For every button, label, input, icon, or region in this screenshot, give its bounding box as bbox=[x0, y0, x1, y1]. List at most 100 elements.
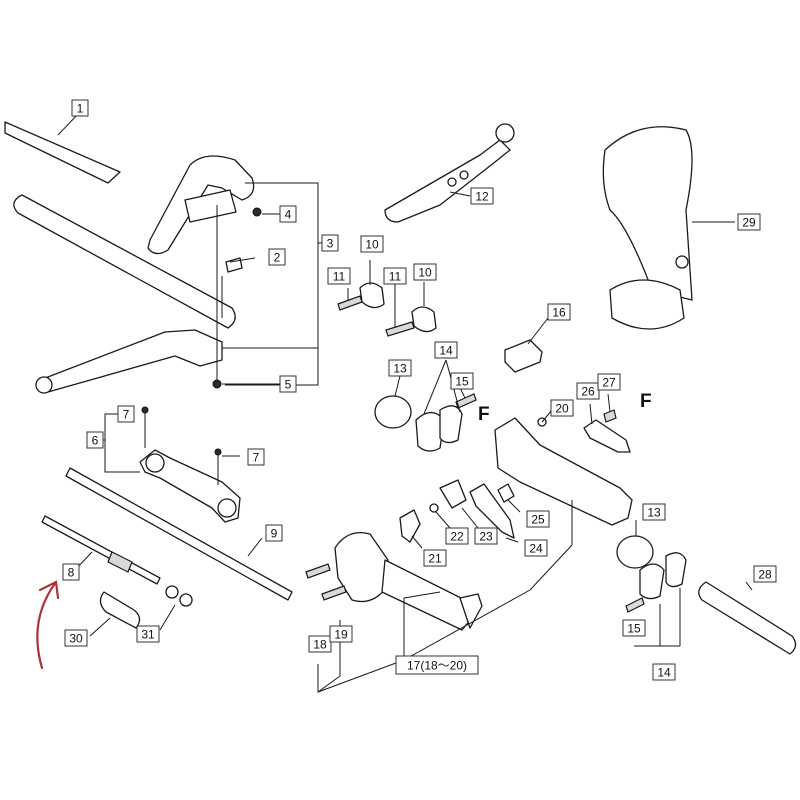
part-31-nut-a bbox=[165, 585, 179, 599]
svg-text:6: 6 bbox=[92, 434, 99, 448]
label-p10a: 10 bbox=[360, 235, 384, 253]
part-11-bolt-a bbox=[337, 295, 363, 311]
label-p7b: 7 bbox=[247, 448, 265, 466]
part-23-link bbox=[439, 479, 467, 509]
part-17-grip-tube bbox=[381, 559, 471, 631]
svg-text:10: 10 bbox=[418, 266, 432, 280]
part-30-sleeve bbox=[99, 591, 141, 629]
part-17-fork bbox=[459, 593, 483, 629]
svg-text:11: 11 bbox=[333, 270, 346, 284]
part-7-screw-top bbox=[141, 406, 149, 414]
part-19-bolt bbox=[321, 585, 347, 601]
svg-text:25: 25 bbox=[531, 513, 545, 527]
part-3-loop-handle bbox=[147, 155, 255, 255]
part-29-harness-pad bbox=[609, 279, 685, 330]
label-p19: 19 bbox=[329, 625, 353, 643]
label-p13a: 13 bbox=[388, 359, 412, 377]
label-p27: 27 bbox=[597, 373, 621, 391]
part-6-clamp-bracket bbox=[139, 449, 241, 523]
part-10-clip-a bbox=[359, 282, 385, 309]
svg-text:18: 18 bbox=[313, 638, 327, 652]
svg-text:2: 2 bbox=[274, 251, 281, 265]
label-p14a: 14 bbox=[434, 341, 458, 359]
svg-text:7: 7 bbox=[123, 408, 130, 422]
svg-text:14: 14 bbox=[439, 344, 453, 358]
part-13-collar-right bbox=[616, 535, 654, 569]
label-p18: 18 bbox=[308, 635, 332, 653]
label-p21: 21 bbox=[423, 549, 447, 567]
part-5-nut bbox=[212, 379, 222, 389]
label-p5: 5 bbox=[279, 375, 297, 393]
label-p23: 23 bbox=[474, 527, 498, 545]
label-p1: 1 bbox=[71, 99, 89, 117]
label-p16: 16 bbox=[547, 303, 571, 321]
label-p12: 12 bbox=[470, 187, 494, 205]
part-10-clip-b bbox=[411, 306, 437, 333]
part-6-clamp-ring-right bbox=[217, 498, 237, 518]
svg-text:21: 21 bbox=[428, 552, 442, 566]
svg-text:26: 26 bbox=[581, 385, 595, 399]
label-p15a: 15 bbox=[450, 372, 474, 390]
part-9-drive-shaft bbox=[65, 467, 293, 601]
svg-text:27: 27 bbox=[602, 376, 616, 390]
svg-text:28: 28 bbox=[758, 568, 772, 582]
svg-text:31: 31 bbox=[141, 628, 155, 642]
label-p8: 8 bbox=[62, 563, 80, 581]
part-15-screw-left bbox=[455, 393, 477, 409]
label-p28: 28 bbox=[753, 565, 777, 583]
svg-text:29: 29 bbox=[742, 216, 756, 230]
part-4-bolt bbox=[252, 207, 262, 217]
label-p26: 26 bbox=[576, 382, 600, 400]
part-8-cable-end bbox=[107, 551, 133, 573]
part-16-switch bbox=[504, 339, 543, 373]
svg-text:14: 14 bbox=[657, 666, 671, 680]
label-p13b: 13 bbox=[642, 503, 666, 521]
leader-lines bbox=[57, 108, 753, 693]
label-p17: 17(18～20) bbox=[395, 655, 479, 675]
part-14-half-right-a bbox=[639, 563, 665, 600]
part-7-screw-right bbox=[214, 448, 222, 456]
svg-text:15: 15 bbox=[455, 375, 469, 389]
label-p10b: 10 bbox=[413, 263, 437, 281]
part-11-bolt-b bbox=[385, 321, 415, 337]
label-p11a: 11 bbox=[327, 267, 351, 285]
part-12-hole-b bbox=[459, 170, 469, 180]
label-p7a: 7 bbox=[117, 405, 135, 423]
svg-text:24: 24 bbox=[529, 542, 543, 556]
label-p3: 3 bbox=[321, 234, 339, 252]
part-shaft-tube bbox=[13, 194, 236, 329]
part-29-harness-strap bbox=[602, 126, 693, 301]
svg-text:19: 19 bbox=[334, 628, 348, 642]
letter-f-left: F bbox=[478, 404, 490, 425]
label-p29: 29 bbox=[737, 213, 761, 231]
label-p14b: 14 bbox=[652, 663, 676, 681]
part-18-bolt bbox=[305, 563, 331, 579]
part-22-pin bbox=[429, 503, 439, 513]
svg-text:12: 12 bbox=[475, 190, 489, 204]
part-12-ring bbox=[495, 123, 515, 143]
svg-text:13: 13 bbox=[393, 362, 407, 376]
letter-f-right: F bbox=[640, 391, 652, 412]
label-p15b: 15 bbox=[622, 619, 646, 637]
svg-text:5: 5 bbox=[285, 378, 292, 392]
part-8-inner-cable bbox=[41, 515, 161, 585]
part-14-half-left-b bbox=[439, 405, 463, 444]
highlight-arrow bbox=[36, 580, 58, 670]
part-26-cover bbox=[583, 419, 631, 453]
part-27-pin bbox=[603, 409, 617, 423]
part-3-grip-end bbox=[35, 376, 53, 394]
svg-text:20: 20 bbox=[555, 402, 569, 416]
label-p2: 2 bbox=[268, 248, 286, 266]
svg-text:1: 1 bbox=[77, 102, 84, 116]
part-24-trigger bbox=[469, 483, 515, 539]
part-28-grip bbox=[698, 581, 797, 655]
label-p9: 9 bbox=[265, 524, 283, 542]
highlight-arrowhead bbox=[38, 580, 60, 600]
part-3-lower-grip bbox=[37, 329, 223, 393]
part-14-half-left-a bbox=[415, 411, 445, 452]
part-12-hole-a bbox=[447, 177, 457, 187]
part-25-spring bbox=[497, 483, 515, 503]
label-p25: 25 bbox=[526, 510, 550, 528]
part-3-handle-bracket bbox=[184, 189, 237, 223]
